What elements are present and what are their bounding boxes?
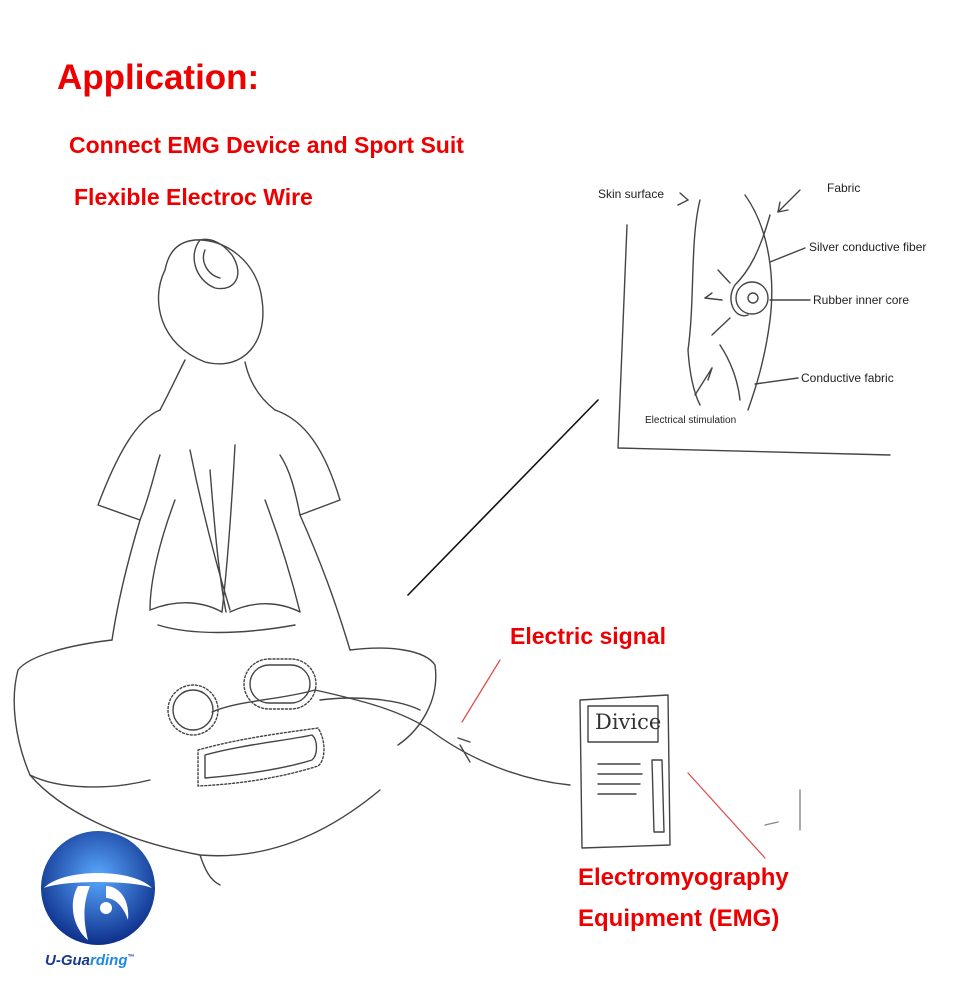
device-screen-text: Divice xyxy=(595,710,661,734)
emg-label-line1: Electromyography xyxy=(578,864,789,892)
emg-label-line2: Equipment (EMG) xyxy=(578,905,779,933)
label-rubber-core: Rubber inner core xyxy=(813,293,909,307)
u-guarding-logo-icon xyxy=(38,828,158,948)
emg-callout-line xyxy=(688,773,765,858)
electrode-pads xyxy=(168,659,324,786)
brand-part2: rding xyxy=(90,952,128,969)
signal-callout-line xyxy=(462,660,500,722)
electric-signal-label: Electric signal xyxy=(510,623,666,650)
figure-torso xyxy=(98,410,350,650)
u-guarding-wordmark: U-Guarding™ xyxy=(45,952,135,969)
label-electrical-stimulation: Electrical stimulation xyxy=(645,415,736,426)
inset-leader-line xyxy=(408,400,598,595)
label-conductive-fabric: Conductive fabric xyxy=(801,371,894,385)
label-skin-surface: Skin surface xyxy=(598,187,664,201)
brand-part1: U-Gua xyxy=(45,952,90,969)
brand-tm: ™ xyxy=(128,954,135,961)
label-silver-fiber: Silver conductive fiber xyxy=(809,240,926,254)
figure-head xyxy=(158,239,275,410)
label-fabric: Fabric xyxy=(827,181,860,195)
